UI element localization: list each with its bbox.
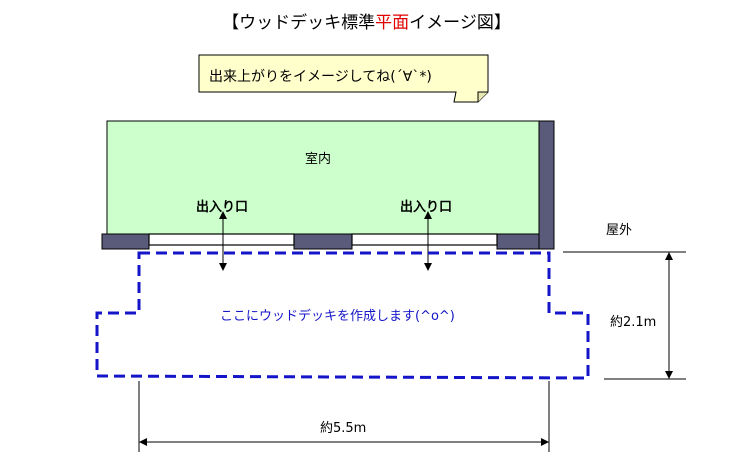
page-title: 【ウッドデッキ標準平面イメージ図】 [0, 8, 733, 33]
door-label: 出入り口 [196, 200, 249, 215]
callout-bubble [198, 54, 489, 103]
door-opening [148, 233, 295, 246]
room-label: 室内 [305, 152, 332, 167]
callout-text: 出来上がりをイメージしてね(´∀`*) [209, 69, 432, 85]
wall-segment [101, 233, 150, 250]
wall-segment [496, 233, 540, 250]
door-label: 出入り口 [400, 200, 453, 215]
title-close-bracket: 】 [493, 13, 511, 33]
right-wall [538, 120, 555, 250]
width-dimension-label: 約5.5m [320, 421, 367, 436]
wall-segment [293, 233, 353, 250]
title-highlight: 平面 [375, 13, 410, 33]
room-area [106, 120, 540, 235]
title-part3: イメージ図 [409, 13, 494, 33]
deck-outline [95, 251, 590, 380]
title-part1: ウッドデッキ標準 [239, 13, 376, 33]
title-open-bracket: 【 [222, 13, 240, 33]
deck-label: ここにウッドデッキを作成します(^o^) [220, 309, 455, 324]
outside-label: 屋外 [606, 223, 633, 238]
depth-dimension-label: 約2.1m [610, 315, 657, 330]
door-opening [351, 233, 498, 246]
